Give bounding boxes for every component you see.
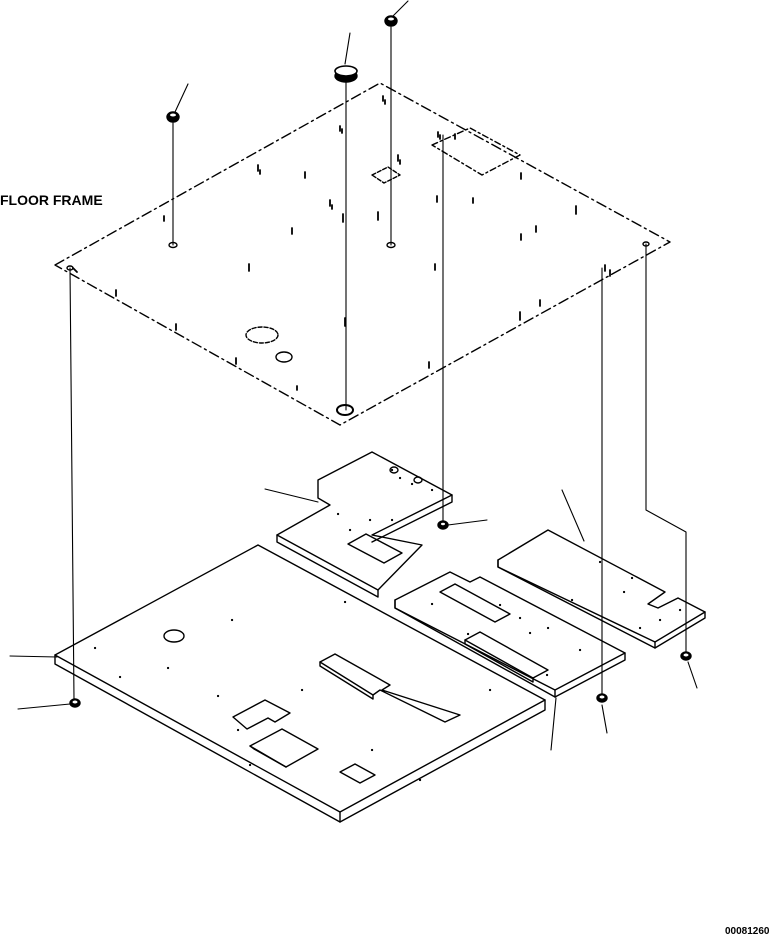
mat-main: [55, 545, 545, 822]
floor-frame: [55, 83, 670, 425]
floor-frame-label: FLOOR FRAME: [0, 192, 103, 208]
grommet-top-center: [335, 66, 357, 82]
mat-upper-left: [277, 452, 452, 597]
grommet-center: [438, 521, 448, 529]
assembly-lines: [70, 27, 686, 700]
grommet-top-left: [167, 112, 179, 122]
mat-upper-left-hole: [390, 467, 398, 473]
mat-center-strip-dots: [432, 604, 580, 675]
grommet-top-right: [385, 16, 397, 26]
mat-center-strip: [395, 572, 625, 697]
floor-frame-hardware-marks: [73, 96, 610, 390]
mat-upper-left-dots: [338, 470, 432, 530]
drawing-code: 00081260: [725, 926, 770, 937]
grommet-bottom-right: [681, 652, 691, 660]
mat-right-dots: [572, 562, 680, 628]
grommet-bottom-center: [597, 694, 607, 702]
mat-main-dots: [95, 602, 490, 780]
leader-lines: [10, 1, 697, 750]
mat-upper-left-hole: [414, 477, 422, 483]
grommet-bottom-left: [70, 699, 80, 707]
